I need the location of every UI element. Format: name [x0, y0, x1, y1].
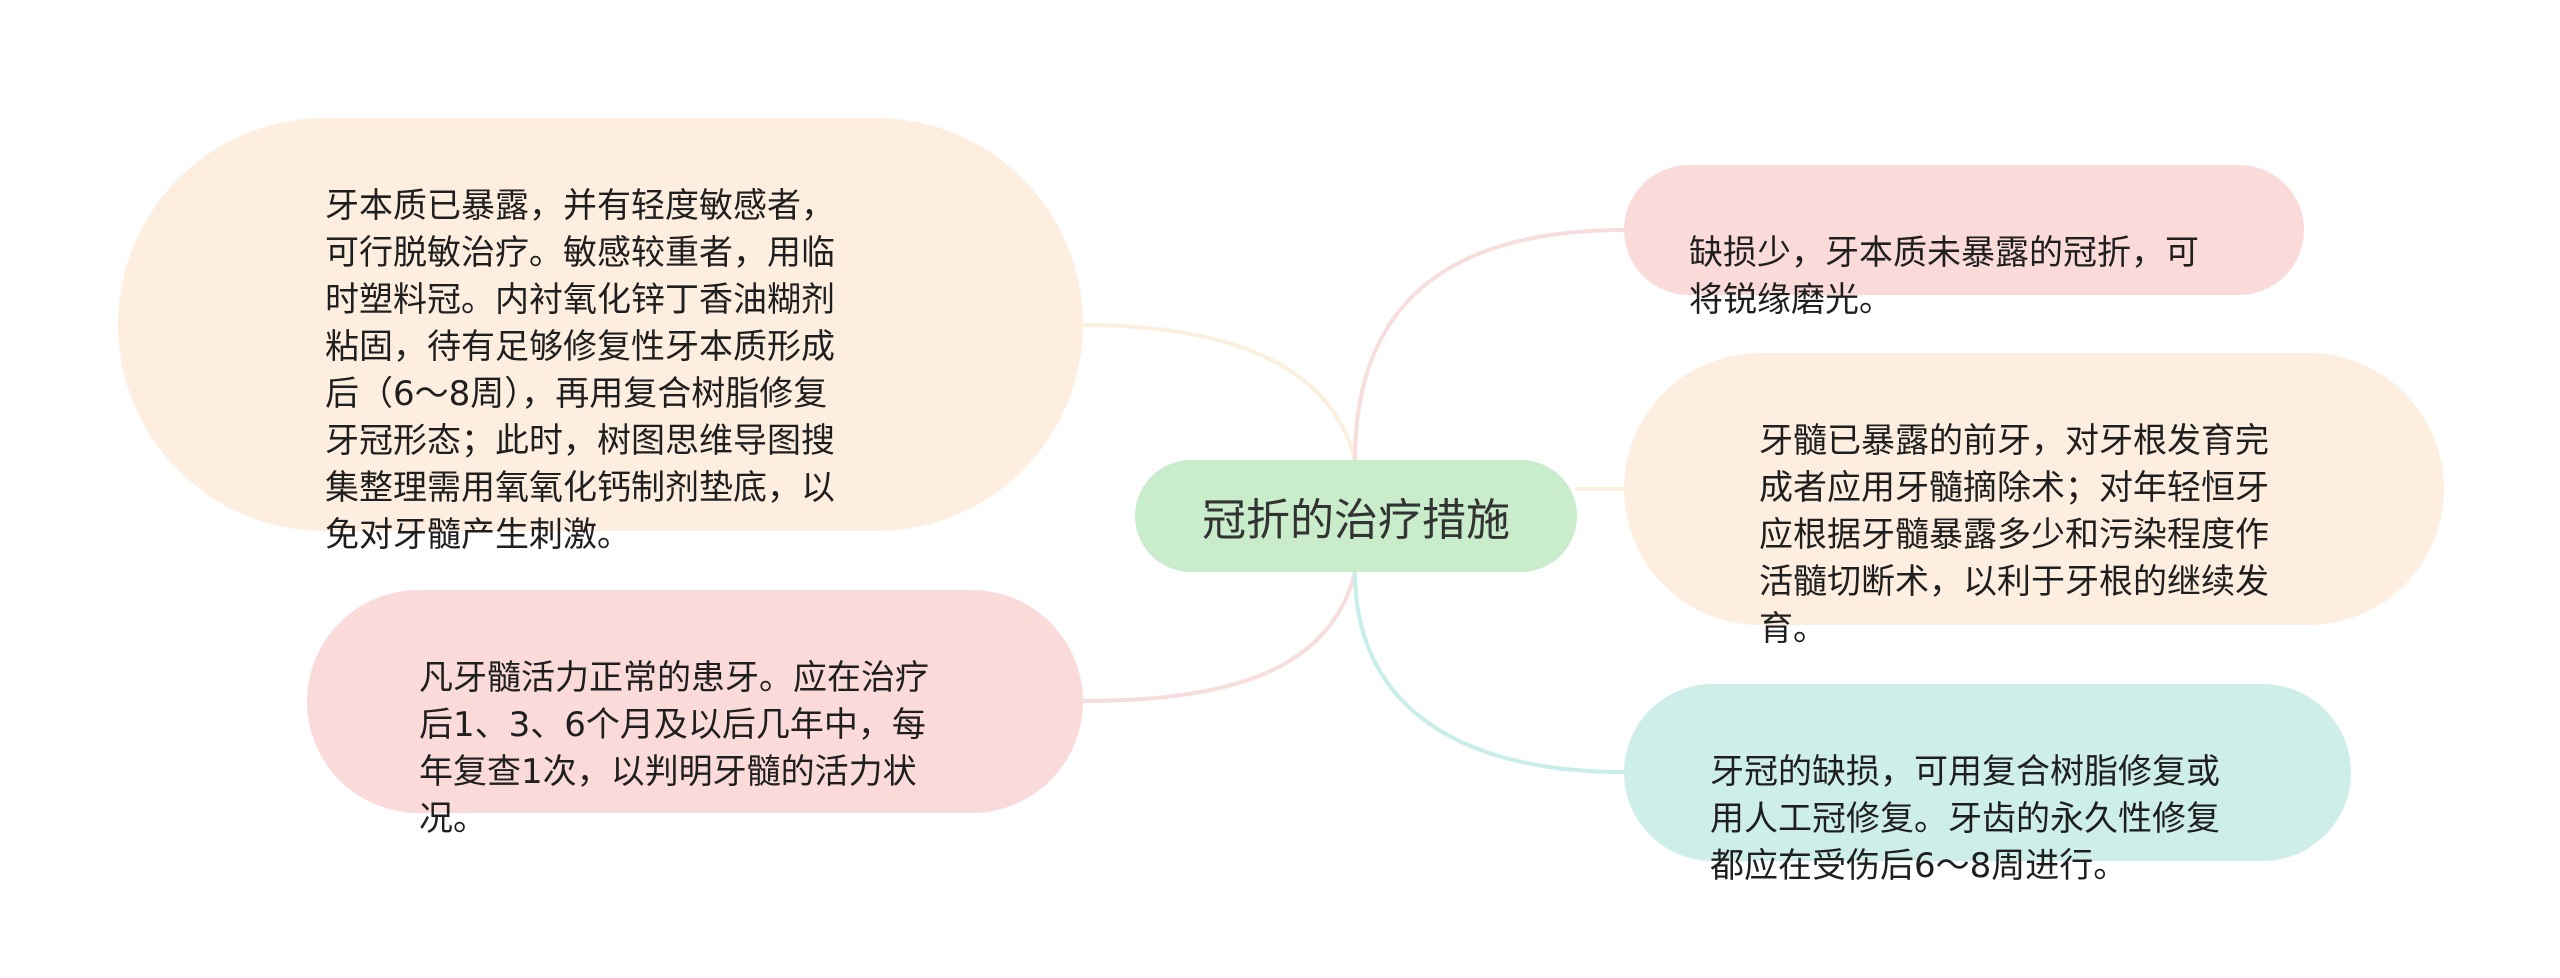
branch-node-bottom-left[interactable]: 凡牙髓活力正常的患牙。应在治疗 后1、3、6个月及以后几年中，每 年复查1次，以…: [307, 590, 1083, 839]
branch-text-middle-right: 牙髓已暴露的前牙，对牙根发育完 成者应用牙髓摘除术；对年轻恒牙 应根据牙髓暴露多…: [1759, 421, 2269, 649]
branch-text-top-left: 牙本质已暴露，并有轻度敏感者， 可行脱敏治疗。敏感较重者，用临 时塑料冠。内衬氧…: [325, 186, 835, 555]
connector-bottom-right: [1353, 570, 1626, 774]
branch-node-top-left[interactable]: 牙本质已暴露，并有轻度敏感者， 可行脱敏治疗。敏感较重者，用临 时塑料冠。内衬氧…: [118, 118, 1083, 555]
branch-node-middle-right[interactable]: 牙髓已暴露的前牙，对牙根发育完 成者应用牙髓摘除术；对年轻恒牙 应根据牙髓暴露多…: [1624, 353, 2444, 649]
connector-top-right: [1353, 228, 1626, 462]
branch-text-top-right: 缺损少，牙本质未暴露的冠折，可 将锐缘磨光。: [1689, 233, 2199, 320]
connector-bottom-left: [1081, 570, 1357, 703]
central-topic[interactable]: 冠折的治疗措施: [1135, 460, 1577, 572]
connector-top-left: [1081, 323, 1357, 462]
branch-node-bottom-right[interactable]: 牙冠的缺损，可用复合树脂修复或 用人工冠修复。牙齿的永久性修复 都应在受伤后6～…: [1624, 684, 2351, 886]
central-topic-label: 冠折的治疗措施: [1202, 495, 1510, 546]
branch-text-bottom-left: 凡牙髓活力正常的患牙。应在治疗 后1、3、6个月及以后几年中，每 年复查1次，以…: [419, 658, 929, 839]
branch-text-bottom-right: 牙冠的缺损，可用复合树脂修复或 用人工冠修复。牙齿的永久性修复 都应在受伤后6～…: [1710, 752, 2220, 886]
branch-node-top-right[interactable]: 缺损少，牙本质未暴露的冠折，可 将锐缘磨光。: [1624, 165, 2304, 320]
